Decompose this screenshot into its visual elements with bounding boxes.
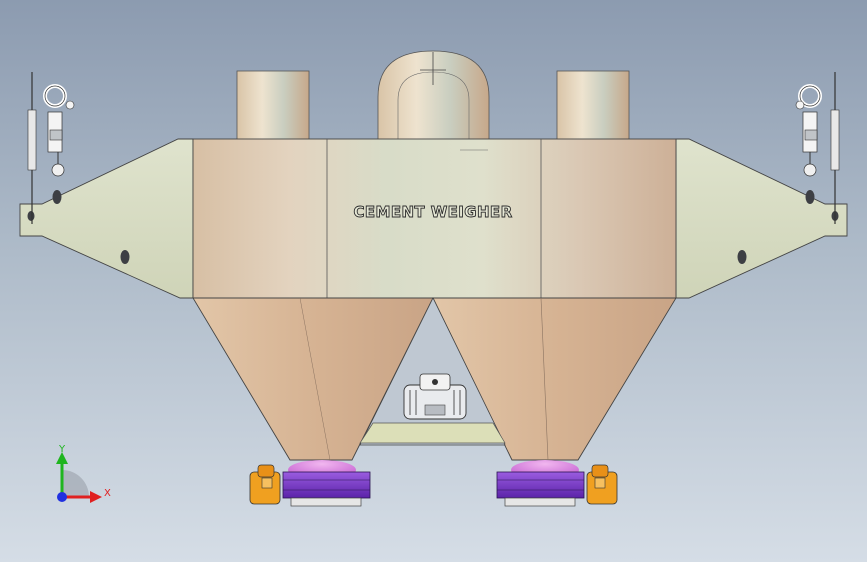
mounting-plate [359, 422, 506, 444]
x-axis-label: X [104, 488, 111, 499]
y-axis-label: Y [58, 444, 66, 455]
wing-right [675, 138, 848, 299]
center-gap [359, 297, 506, 446]
vibrator-motor [403, 373, 467, 420]
inlet-pipe-left [236, 70, 310, 142]
load-cell-right [795, 72, 840, 224]
load-cell-left [27, 72, 75, 224]
discharge-valve-right [496, 460, 618, 507]
discharge-valve-left [249, 460, 371, 507]
body-label: CEMENT WEIGHER [353, 203, 512, 221]
wing-left [19, 138, 194, 299]
weigher-body: CEMENT WEIGHER [192, 138, 677, 299]
inlet-pipe-right [556, 70, 630, 142]
hopper-cone-left [192, 297, 434, 461]
axis-triad: Y X [56, 444, 111, 503]
vent-elbow [377, 50, 490, 142]
